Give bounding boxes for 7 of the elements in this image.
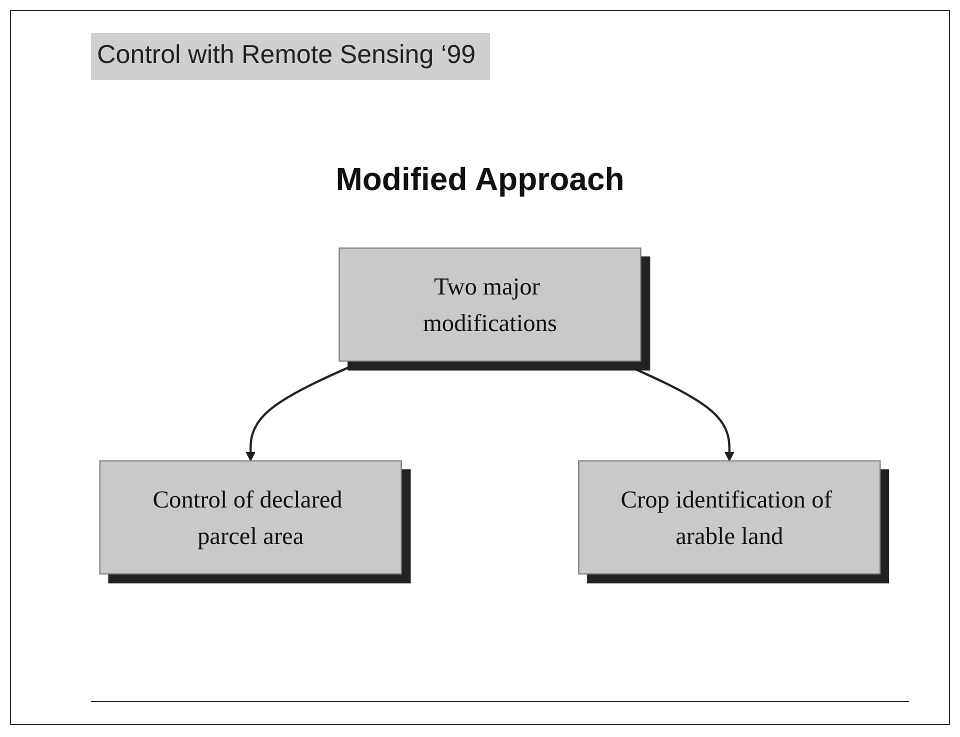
node-box: Crop identification of arable land (578, 460, 881, 574)
slide-title: Control with Remote Sensing ‘99 (91, 33, 490, 80)
arrow (246, 360, 364, 462)
subtitle: Modified Approach (336, 161, 624, 198)
node-box: Control of declared parcel area (99, 460, 402, 574)
arrow (616, 360, 734, 462)
node-box: Two major modifications (338, 248, 642, 362)
